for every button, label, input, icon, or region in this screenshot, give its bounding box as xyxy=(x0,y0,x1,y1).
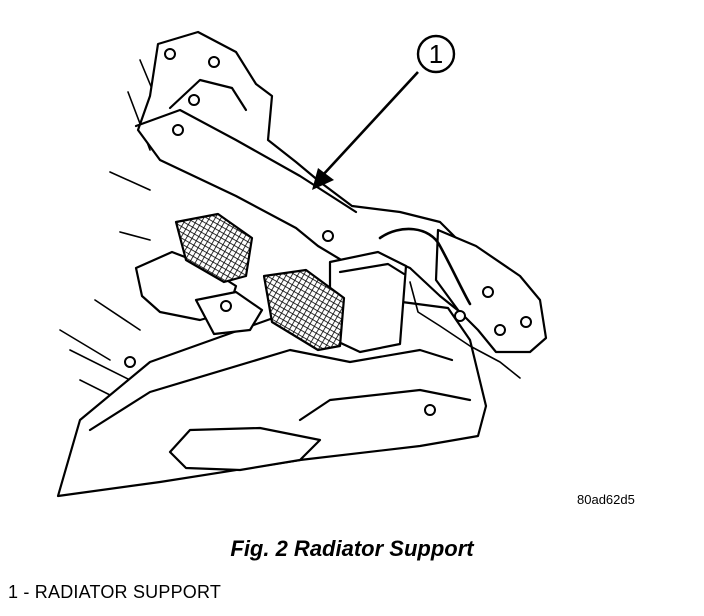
grille-mesh-left xyxy=(174,212,254,284)
legend-item: 1 - RADIATOR SUPPORT xyxy=(8,582,222,602)
figure-caption: Fig. 2 Radiator Support xyxy=(230,536,474,561)
callout-arrow xyxy=(312,71,419,190)
lower-cover-inner-edge xyxy=(88,348,454,432)
crossmember-lip xyxy=(168,78,248,112)
latch-plate xyxy=(194,290,264,336)
bolts xyxy=(124,48,532,416)
image-code: 80ad62d5 xyxy=(577,492,635,507)
wire xyxy=(409,281,521,379)
lower-cover-recess xyxy=(168,426,322,472)
hose xyxy=(378,227,472,306)
lower-cover xyxy=(56,300,488,498)
grille-mesh-right xyxy=(262,268,346,352)
callout-1: 1 xyxy=(416,34,456,74)
crossmember-top-edge xyxy=(134,108,358,214)
callout-number: 1 xyxy=(429,39,443,69)
lower-cover-inner-edge-2 xyxy=(298,388,472,422)
radiator-support-illustration: 1 xyxy=(56,30,548,498)
center-mount-box-edge xyxy=(338,262,406,276)
